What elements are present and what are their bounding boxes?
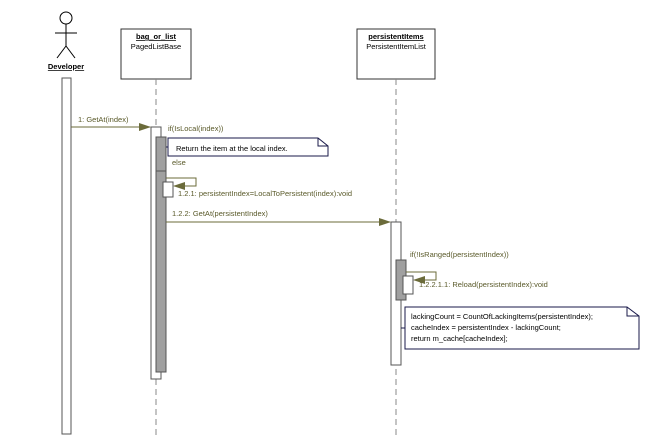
object-name: bag_or_list [136,32,177,41]
note-text: Return the item at the local index. [176,144,288,153]
actor-stick-figure-icon [55,11,77,59]
guard-is-ranged: if(!IsRanged(persistentIndex)) [410,250,509,259]
guard-is-local: if(IsLocal(index)) [168,124,224,133]
bag-activation-inner-1 [155,136,167,174]
message-getat-persistent: 1.2.2: GetAt(persistentIndex) [166,209,391,226]
developer-activation [61,77,72,435]
message-reload: 1.2.2.1.1: Reload(persistentIndex):void [406,271,548,289]
bag-activation-inner-2 [155,170,167,373]
persistent-self-call-activation [402,275,414,295]
message-getat-index: 1: GetAt(index) [71,115,151,131]
object-bag-or-list: bag_or_list PagedListBase [120,28,192,80]
actor-developer: Developer [48,11,84,71]
message-label: 1: GetAt(index) [78,115,129,124]
bag-self-call-activation [162,181,174,198]
message-label: 1.2.2.1.1: Reload(persistentIndex):void [419,280,548,289]
object-class: PersistentItemList [366,42,427,51]
object-box [120,28,192,80]
note-line-2: cacheIndex = persistentIndex - lackingCo… [411,323,561,332]
message-label: 1.2.1: persistentIndex=LocalToPersistent… [178,189,352,198]
guard-else: else [172,158,186,167]
note-lacking-count: lackingCount = CountOfLackingItems(persi… [404,306,640,350]
message-label: 1.2.2: GetAt(persistentIndex) [172,209,268,218]
note-return-local: Return the item at the local index. [167,137,329,157]
object-persistent-items: persistentItems PersistentItemList [356,28,436,80]
object-class: PagedListBase [131,42,181,51]
message-local-to-persistent: 1.2.1: persistentIndex=LocalToPersistent… [166,177,352,198]
note-line-1: lackingCount = CountOfLackingItems(persi… [411,312,593,321]
note-line-3: return m_cache[cacheIndex]; [411,334,508,343]
object-box [356,28,436,80]
object-name: persistentItems [368,32,423,41]
actor-label: Developer [48,62,84,71]
